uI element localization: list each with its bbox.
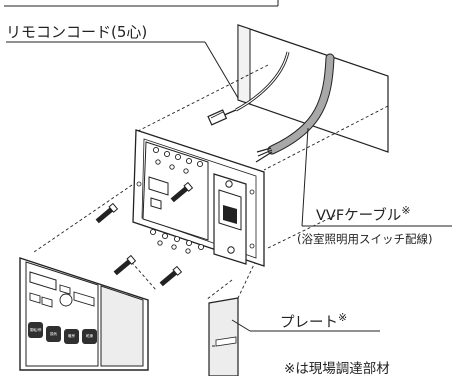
remote-button-vent: 換気 (46, 326, 61, 342)
plate-leader (231, 319, 251, 332)
remote-button-row: 運転/停止 換気 暖房 乾燥 (28, 316, 100, 344)
plate-text: プレート (280, 315, 338, 331)
note-mark: ※ (284, 361, 296, 377)
remote-button-dry: 乾燥 (82, 329, 97, 344)
plate-cover (208, 297, 239, 376)
vvf-cable-label: VVFケーブル※ (316, 204, 411, 225)
vvf-cable-note: (浴室照明用スイッチ配線) (297, 232, 433, 246)
remote-cord-leader (204, 41, 239, 99)
remote-controller-unit (19, 257, 149, 371)
vvf-cable-mark: ※ (401, 204, 411, 218)
remote-button-heat: 暖房 (64, 329, 79, 344)
vvf-cable (255, 53, 335, 163)
note-text: は現場調達部材 (295, 361, 390, 377)
sourcing-note: ※は現場調達部材 (284, 357, 390, 377)
remote-button-run: 運転/停止 (28, 322, 43, 338)
plate-mark: ※ (338, 311, 348, 325)
remote-cord-label: リモコンコード(5心) (6, 23, 148, 41)
vvf-cable-text: VVFケーブル (316, 208, 402, 224)
mounting-frame (132, 129, 265, 267)
vvf-leader (301, 127, 309, 227)
plate-label: プレート※ (280, 311, 347, 332)
screws (95, 181, 194, 287)
wall-opening (237, 24, 389, 153)
remote-cord (207, 51, 290, 126)
